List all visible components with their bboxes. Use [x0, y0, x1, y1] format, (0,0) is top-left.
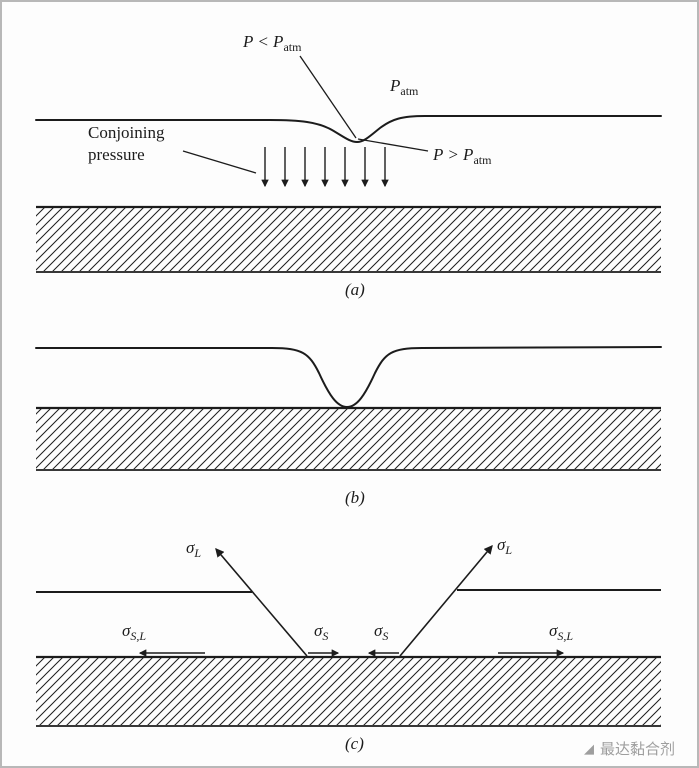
conjoining-pointer-line	[182, 150, 257, 174]
sigma-l-arrow-left	[215, 547, 308, 657]
film-surface-b	[35, 346, 662, 409]
watermark-logo-icon: ◢	[584, 742, 594, 757]
label-pressure-word: pressure	[88, 145, 145, 164]
label-sigma-l-left: σL	[186, 538, 201, 560]
panel-a: P < Patm Patm P > Patm Conjoining pressu…	[35, 32, 662, 299]
watermark: ◢ 最达黏合剂	[584, 740, 675, 758]
sigma-l-arrow-right	[399, 544, 493, 657]
panel-c-caption: (c)	[345, 734, 364, 753]
label-sigma-sl-left: σS,L	[122, 621, 146, 643]
leader-line-p-less	[299, 55, 357, 139]
film-surface-a	[35, 115, 662, 144]
conjoining-pressure-arrows	[261, 147, 389, 188]
label-pressure-less-than-atm: P < Patm	[242, 32, 302, 54]
watermark-text: 最达黏合剂	[600, 740, 675, 758]
panel-a-caption: (a)	[345, 280, 365, 299]
label-sigma-s-right: σS	[374, 621, 388, 643]
label-conjoining: Conjoining	[88, 123, 165, 142]
leader-line-p-greater	[357, 138, 429, 152]
label-pressure-greater-than-atm: P > Patm	[432, 145, 492, 167]
panel-b-caption: (b)	[345, 488, 365, 507]
label-sigma-s-left: σS	[314, 621, 328, 643]
substrate-b-hatch	[36, 409, 661, 469]
label-sigma-l-right: σL	[497, 535, 512, 557]
substrate-a-hatch	[36, 208, 661, 271]
substrate-c-hatch	[36, 658, 661, 725]
label-sigma-sl-right: σS,L	[549, 621, 573, 643]
label-pressure-atm: Patm	[389, 76, 419, 98]
panel-b: (b)	[35, 346, 662, 507]
panel-c: σL σL σS σS σS,L σS,L (c)	[36, 535, 661, 753]
